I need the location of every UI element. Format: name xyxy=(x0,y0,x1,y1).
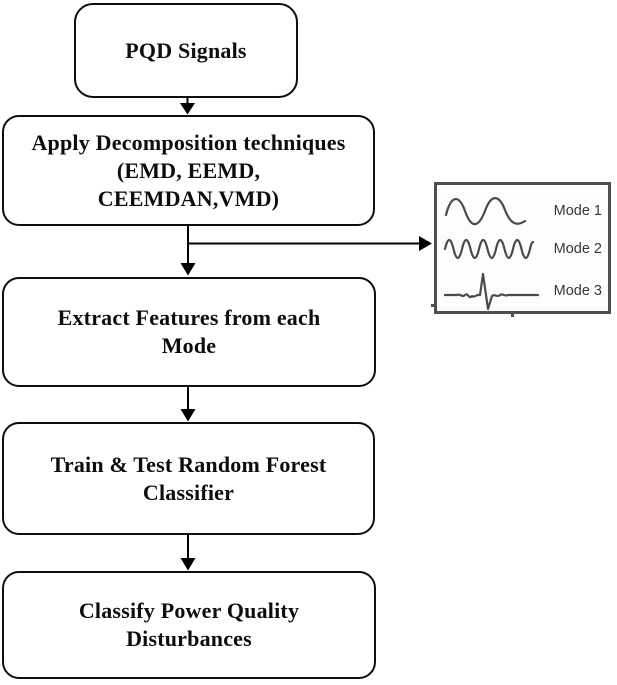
node-label-line: (EMD, EEMD, xyxy=(116,157,261,183)
arrow-right-icon xyxy=(187,236,432,251)
node-apply-decomposition: Apply Decomposition techniques (EMD, EEM… xyxy=(2,115,375,226)
node-label-line: Disturbances xyxy=(126,626,252,651)
mode3-waveform-icon xyxy=(444,272,540,311)
node-label-line: Train & Test Random Forest xyxy=(50,451,327,477)
modes-panel: Mode 1 Mode 2 Mode 3 xyxy=(431,182,611,317)
mode3-label: Mode 3 xyxy=(553,283,602,299)
axis-tick xyxy=(511,311,514,317)
mode2-label: Mode 2 xyxy=(553,241,602,257)
node-label-line: Mode xyxy=(161,333,217,358)
node-label-line: Extract Features from each xyxy=(57,305,321,330)
mode2-waveform-icon xyxy=(444,238,534,260)
node-label-line: Classify Power Quality xyxy=(78,598,300,623)
arrow-down-icon xyxy=(180,386,196,422)
node-label-line: Classifier xyxy=(142,479,235,505)
node-classify-disturbances: Classify Power Quality Disturbances xyxy=(2,571,376,679)
mode1-label: Mode 1 xyxy=(553,203,602,219)
arrow-down-icon xyxy=(180,97,195,115)
node-label-line: Apply Decomposition techniques xyxy=(31,129,346,155)
axis-tick xyxy=(431,304,437,307)
node-label: PQD Signals xyxy=(125,37,247,63)
arrow-down-icon xyxy=(180,534,196,571)
mode1-waveform-icon xyxy=(444,197,527,226)
node-extract-features: Extract Features from each Mode xyxy=(2,277,376,387)
mode-row: Mode 2 xyxy=(444,232,604,266)
mode-row: Mode 1 xyxy=(444,190,604,232)
node-pqd-signals: PQD Signals xyxy=(74,3,298,98)
mode-row: Mode 3 xyxy=(444,272,604,311)
node-train-test-classifier: Train & Test Random Forest Classifier xyxy=(2,422,375,535)
node-label-line: CEEMDAN,VMD) xyxy=(97,185,280,211)
arrow-down-icon xyxy=(180,225,196,276)
